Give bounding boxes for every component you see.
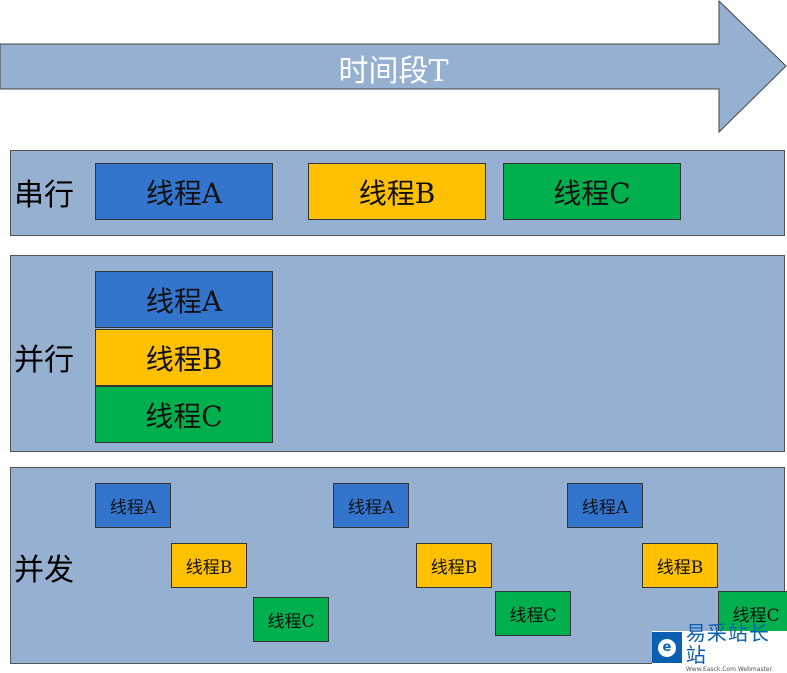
thread-b: 线程B: [171, 543, 247, 588]
watermark-subtext: Www.Easck.Com Webmaster: [685, 666, 773, 673]
thread-b: 线程B: [95, 329, 273, 386]
thread-b: 线程B: [642, 543, 718, 588]
thread-a: 线程A: [567, 483, 643, 528]
thread-c: 线程C: [95, 386, 273, 443]
thread-c: 线程C: [253, 597, 329, 642]
thread-a: 线程A: [333, 483, 409, 528]
thread-c: 线程C: [718, 591, 787, 636]
watermark-text: 易采站长站: [685, 621, 770, 667]
thread-c: 线程C: [503, 163, 681, 220]
time-arrow: [0, 0, 787, 134]
thread-a: 线程A: [95, 163, 273, 220]
thread-a: 线程A: [95, 271, 273, 328]
thread-b: 线程B: [416, 543, 492, 588]
watermark: e 易采站长站 Www.Easck.Com Webmaster: [652, 622, 787, 673]
watermark-logo-icon: e: [652, 632, 682, 663]
thread-b: 线程B: [308, 163, 486, 220]
concurrent-label: 并发: [14, 553, 74, 588]
thread-a: 线程A: [95, 483, 171, 528]
thread-c: 线程C: [495, 591, 571, 636]
parallel-label: 并行: [14, 343, 74, 378]
serial-label: 串行: [14, 178, 74, 213]
arrow-label: 时间段T: [338, 54, 449, 89]
